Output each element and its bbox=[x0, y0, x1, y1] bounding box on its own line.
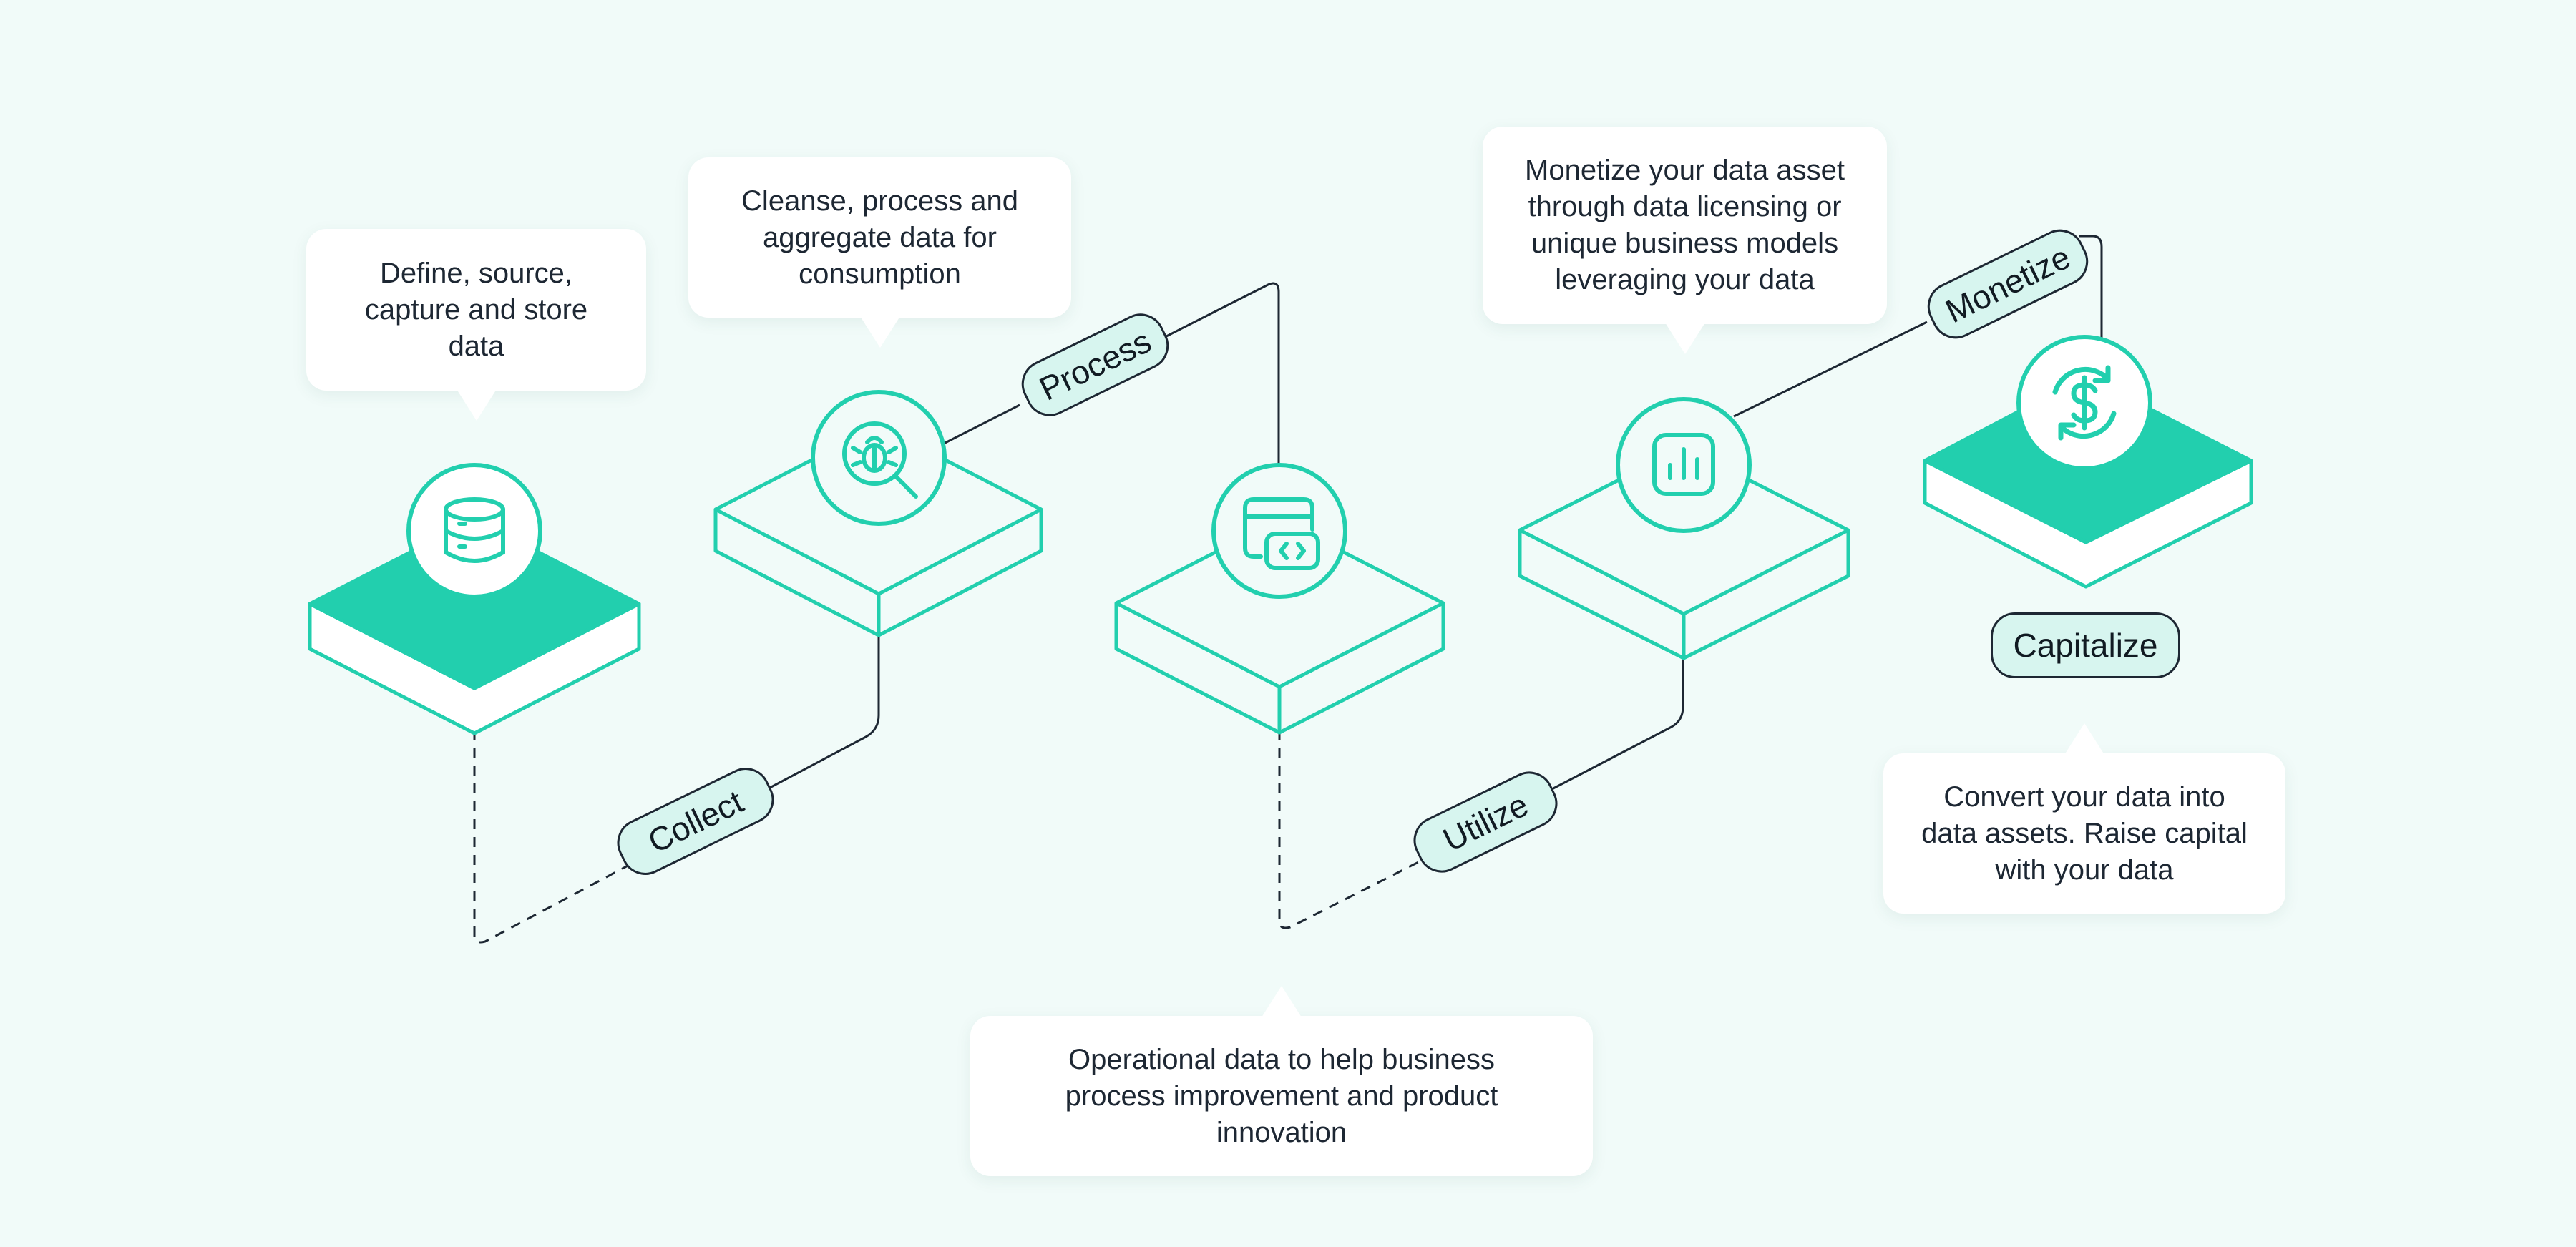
bar-chart-icon bbox=[1652, 433, 1715, 496]
platform-utilize bbox=[1114, 463, 1445, 735]
connector-utilize-solid bbox=[1548, 658, 1684, 792]
connector-utilize-dashed bbox=[1278, 730, 1432, 929]
connector-monetize bbox=[1733, 235, 2103, 418]
callout-process: Cleanse, process and aggregate data for … bbox=[688, 157, 1071, 348]
connector-collect-dashed bbox=[473, 730, 645, 944]
code-window-icon bbox=[1243, 497, 1320, 570]
callout-monetize: Monetize your data asset through data li… bbox=[1483, 127, 1887, 354]
platform-monetize bbox=[1518, 397, 1850, 660]
stage-label-capitalize: Capitalize bbox=[1991, 612, 2180, 678]
icon-circle-process bbox=[811, 390, 947, 526]
bug-search-icon bbox=[842, 421, 918, 499]
platform-capitalize bbox=[1923, 335, 2253, 589]
platform-collect bbox=[308, 463, 641, 735]
callout-utilize: Operational data to help business proces… bbox=[970, 986, 1593, 1176]
connector-process bbox=[940, 282, 1280, 464]
icon-circle-utilize bbox=[1211, 463, 1347, 599]
icon-circle-collect bbox=[406, 463, 542, 599]
callout-capitalize: Convert your data into data assets. Rais… bbox=[1883, 723, 2285, 914]
platform-process bbox=[713, 390, 1043, 637]
connectors bbox=[473, 235, 2103, 944]
dollar-exchange-icon bbox=[2052, 365, 2117, 441]
callout-collect: Define, source, capture and store data bbox=[306, 229, 646, 421]
connector-collect-solid bbox=[754, 637, 880, 797]
database-icon bbox=[444, 497, 505, 563]
